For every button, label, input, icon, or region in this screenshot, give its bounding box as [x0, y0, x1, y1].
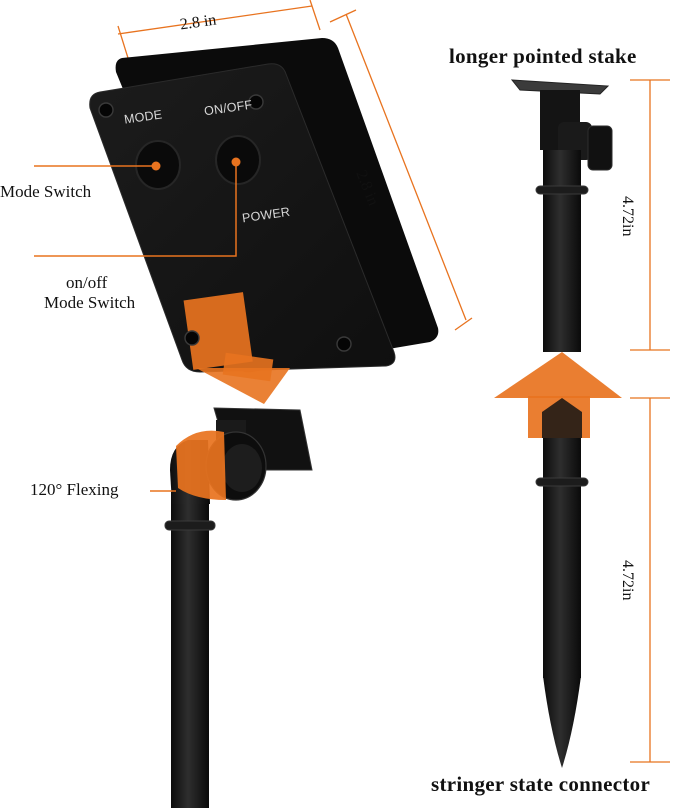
arrow-down-icon [196, 352, 290, 404]
control-box [89, 38, 439, 373]
stake-title: longer pointed stake [449, 44, 637, 68]
connector-title: stringer state connector [431, 772, 651, 796]
panel-height-dimension [329, 9, 473, 331]
onoff-switch-callout [34, 157, 241, 257]
onoff-label-line2: Mode Switch [44, 293, 136, 312]
lower-length-dimension [630, 397, 670, 763]
mode-switch-label: Mode Switch [0, 182, 92, 201]
upper-stake [510, 79, 613, 352]
lower-length-label: 4.72in [619, 560, 636, 601]
onoff-label-line1: on/off [66, 273, 108, 292]
flexing-label: 120° Flexing [30, 480, 119, 499]
left-stake [164, 407, 313, 808]
upper-length-label: 4.72in [619, 196, 636, 237]
upper-length-dimension [630, 79, 670, 351]
mode-switch-callout [34, 161, 161, 171]
screw-icon [98, 94, 352, 352]
lower-stake [535, 398, 589, 768]
panel-width-dimension [117, 0, 321, 59]
